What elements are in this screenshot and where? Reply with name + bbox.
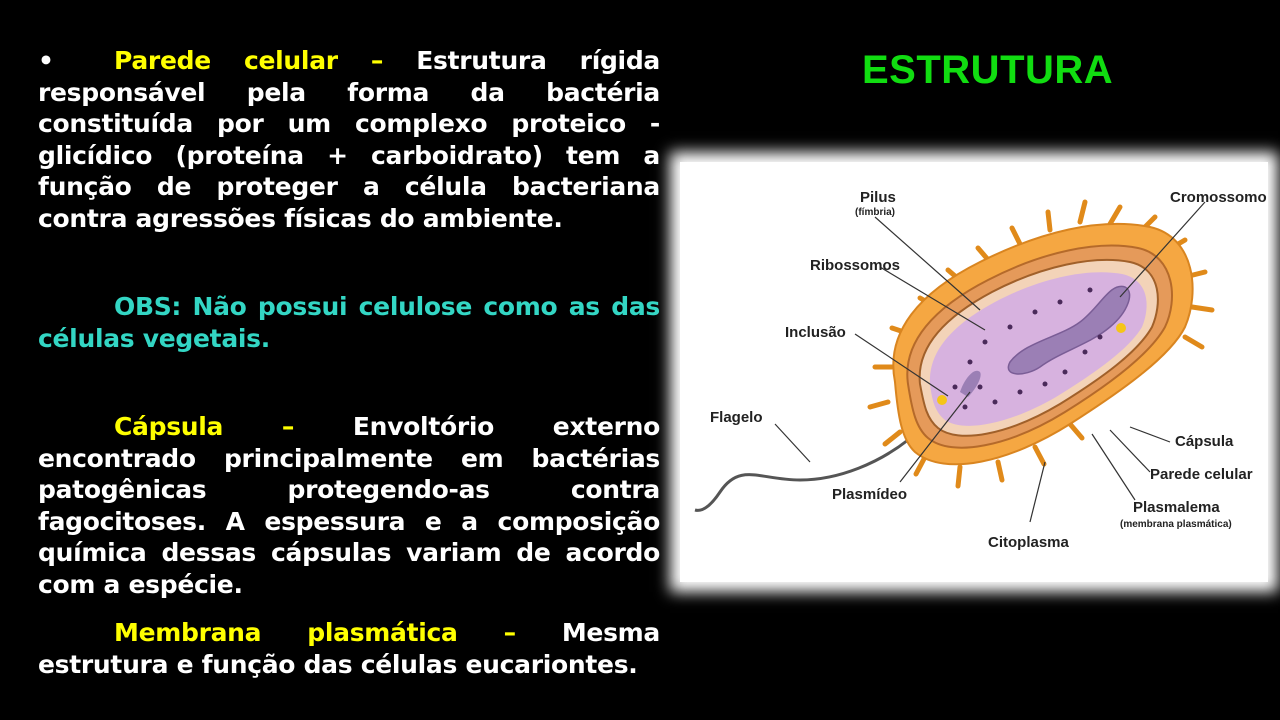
leader-lines <box>774 201 1206 523</box>
paragraph-membrana: Membrana plasmática – Mesma estrutura e … <box>38 617 660 680</box>
ribosomes-group <box>952 287 1103 410</box>
label-ribossomos: Ribossomos <box>810 257 900 274</box>
plasmid-shape <box>960 370 981 397</box>
label-capsula: Cápsula <box>1175 433 1234 450</box>
inclusion-shape-2 <box>1116 323 1126 333</box>
label-parede: Parede celular <box>1150 466 1253 483</box>
pili-group <box>867 199 1215 489</box>
text-membrana: Mesma estrutura e função das células euc… <box>38 618 660 679</box>
label-flagelo: Flagelo <box>710 409 763 426</box>
paragraph-capsula: Cápsula – Envoltório externo encontrado … <box>38 411 660 600</box>
chromosome-shape <box>1007 285 1131 375</box>
label-citoplasma: Citoplasma <box>988 534 1070 551</box>
label-inclusao: Inclusão <box>785 324 846 341</box>
label-capsula: Cápsula – <box>114 412 295 441</box>
bacteria-diagram: Pilus (fímbria) Ribossomos Inclusão Flag… <box>680 162 1268 582</box>
label-membrana: (membrana plasmática) <box>1120 519 1232 530</box>
paragraph-parede-celular: • Parede celular – Estrutura rígida respo… <box>38 45 660 234</box>
label-pilus: Pilus <box>860 189 896 206</box>
label-membrana: Membrana plasmática – <box>114 618 516 647</box>
text-parede-celular: Estrutura rígida responsável pela forma … <box>38 46 660 233</box>
slide-title: ESTRUTURA <box>862 48 1114 92</box>
label-plasmalema: Plasmalema <box>1133 499 1220 516</box>
text-capsula: Envoltório externo encontrado principalm… <box>38 412 660 599</box>
text-column: • Parede celular – Estrutura rígida respo… <box>38 45 660 680</box>
bullet-marker: • <box>38 46 54 75</box>
bacteria-illustration: Pilus (fímbria) Ribossomos Inclusão Flag… <box>694 189 1267 551</box>
text-obs: OBS: Não possui celulose como as das cél… <box>38 292 660 353</box>
label-parede-celular: Parede celular – <box>114 46 384 75</box>
label-cromossomo: Cromossomo <box>1170 189 1267 206</box>
paragraph-obs: OBS: Não possui celulose como as das cél… <box>38 291 660 354</box>
flagellum-shape <box>694 438 909 512</box>
inclusion-shape <box>937 395 947 405</box>
label-plasmideo: Plasmídeo <box>832 486 907 503</box>
label-fimbria: (fímbria) <box>855 207 895 218</box>
